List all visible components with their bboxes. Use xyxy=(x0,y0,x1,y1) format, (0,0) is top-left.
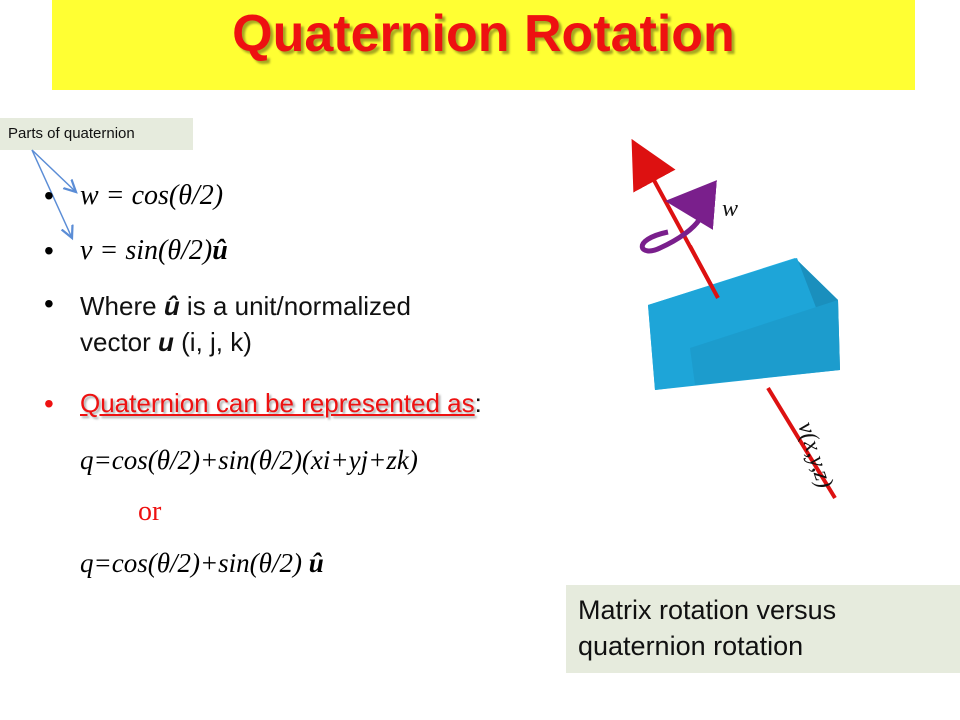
bullet-dot: • xyxy=(44,388,54,419)
quaternion-formula-expanded: q=cos(θ/2)+sin(θ/2)(xi+yj+zk) xyxy=(80,445,418,475)
text: is a unit/normalized xyxy=(179,291,411,321)
rotation-axis-upper xyxy=(688,245,720,299)
representation-heading: Quaternion can be represented as xyxy=(80,388,475,418)
text: vector xyxy=(80,327,159,357)
pointer-arrow-w xyxy=(31,149,76,192)
formula-text: q=cos(θ/2)+sin(θ/2) xyxy=(80,548,309,578)
v-axis-label: v(x,y,z) xyxy=(792,419,838,492)
bullet-dot: • xyxy=(44,288,54,319)
u-hat-symbol: û xyxy=(163,291,180,321)
page-title: Quaternion Rotation xyxy=(232,5,735,63)
u-hat-symbol: û xyxy=(308,548,324,578)
box-lower-face xyxy=(690,300,840,385)
quaternion-formula-compact: q=cos(θ/2)+sin(θ/2) û xyxy=(80,548,324,579)
bullet-v-formula: v = sin(θ/2)û xyxy=(80,235,228,267)
text: Where xyxy=(80,291,164,321)
w-axis-label: w xyxy=(722,196,738,222)
bullet-dot: • xyxy=(44,235,54,266)
bullet-unit-vector: Where û is a unit/normalized vector u (i… xyxy=(80,288,411,360)
text: (i, j, k) xyxy=(173,327,252,357)
bullet-w-formula: w = cos(θ/2) xyxy=(80,180,224,211)
bullet-representation: Quaternion can be represented as: xyxy=(80,388,482,419)
u-symbol: u xyxy=(158,327,174,357)
matrix-vs-quaternion-note: Matrix rotation versus quaternion rotati… xyxy=(566,585,960,673)
or-separator: or xyxy=(138,496,162,527)
colon: : xyxy=(474,388,482,418)
rotation-direction-arrow xyxy=(639,180,717,254)
rotation-axis-lower xyxy=(766,386,837,500)
parts-of-quaternion-note: Parts of quaternion xyxy=(0,118,193,150)
title-banner: Quaternion Rotation xyxy=(52,0,915,90)
pointer-arrow-v xyxy=(31,149,72,238)
v-formula-text: v = sin(θ/2) xyxy=(80,235,213,266)
u-hat-symbol: û xyxy=(212,235,228,266)
bullet-dot: • xyxy=(44,180,54,211)
